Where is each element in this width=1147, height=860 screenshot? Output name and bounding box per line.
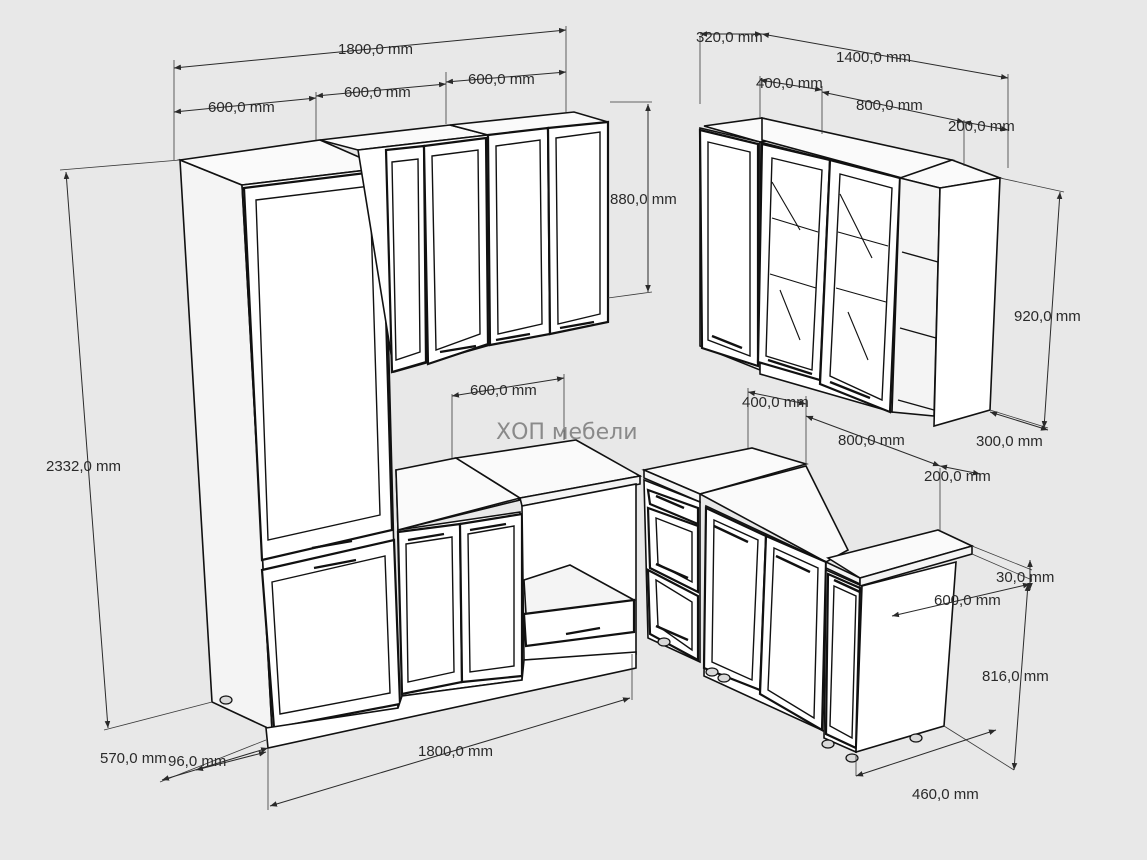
watermark: ХОП мебели [496, 420, 638, 445]
dim-corner-base-drawers: 400,0 mm [742, 394, 809, 411]
dimension-lines [59, 26, 1065, 810]
dim-corner-upper-shelf-depth: 300,0 mm [976, 433, 1043, 450]
corner-upper-open-shelf [891, 159, 1004, 428]
corner-drawer-cabinet [641, 447, 809, 664]
dim-upper-mid-width: 600,0 mm [344, 84, 411, 101]
oven-cabinet [521, 483, 637, 661]
dim-worktop-thickness: 30,0 mm [996, 569, 1054, 586]
dim-corner-base-depth: 600,0 mm [934, 592, 1001, 609]
dim-base-total-width: 1800,0 mm [418, 743, 493, 760]
dim-corner-upper-depth: 320,0 mm [696, 29, 763, 46]
dim-upper-total-width: 1800,0 mm [338, 41, 413, 58]
dim-corner-upper-shelf: 200,0 mm [948, 118, 1015, 135]
upper-cabinet-middle [319, 124, 491, 374]
worktop-left [395, 439, 643, 532]
dim-corner-base-end: 200,0 mm [924, 468, 991, 485]
dim-oven-width: 600,0 mm [470, 382, 537, 399]
dim-corner-upper-width: 1400,0 mm [836, 49, 911, 66]
dim-corner-upper-left: 400,0 mm [756, 75, 823, 92]
dim-corner-upper-glass: 800,0 mm [856, 97, 923, 114]
corner-end-cabinet [823, 529, 975, 754]
dim-corner-base-doors: 800,0 mm [838, 432, 905, 449]
corner-base-door-cabinet [697, 465, 850, 734]
dim-corner-base-height: 816,0 mm [982, 668, 1049, 685]
dim-upper-tall-width: 600,0 mm [208, 99, 275, 116]
dim-base-depth: 570,0 mm [100, 750, 167, 767]
tall-cabinet [176, 139, 402, 732]
dim-tall-height: 2332,0 mm [46, 458, 121, 475]
dimension-labels: 1800,0 mm 600,0 mm 600,0 mm 600,0 mm 880… [46, 29, 1081, 803]
corner-upper-glass-cabinet [756, 117, 955, 414]
dim-plinth-height: 96,0 mm [168, 753, 226, 770]
dim-corner-base-side-depth: 460,0 mm [912, 786, 979, 803]
cabinet-feet [657, 637, 923, 763]
dim-corner-upper-height: 920,0 mm [1014, 308, 1081, 325]
upper-cabinet-right [449, 111, 610, 347]
dim-upper-right-width: 600,0 mm [468, 71, 535, 88]
dim-upper-height: 880,0 mm [610, 191, 677, 208]
